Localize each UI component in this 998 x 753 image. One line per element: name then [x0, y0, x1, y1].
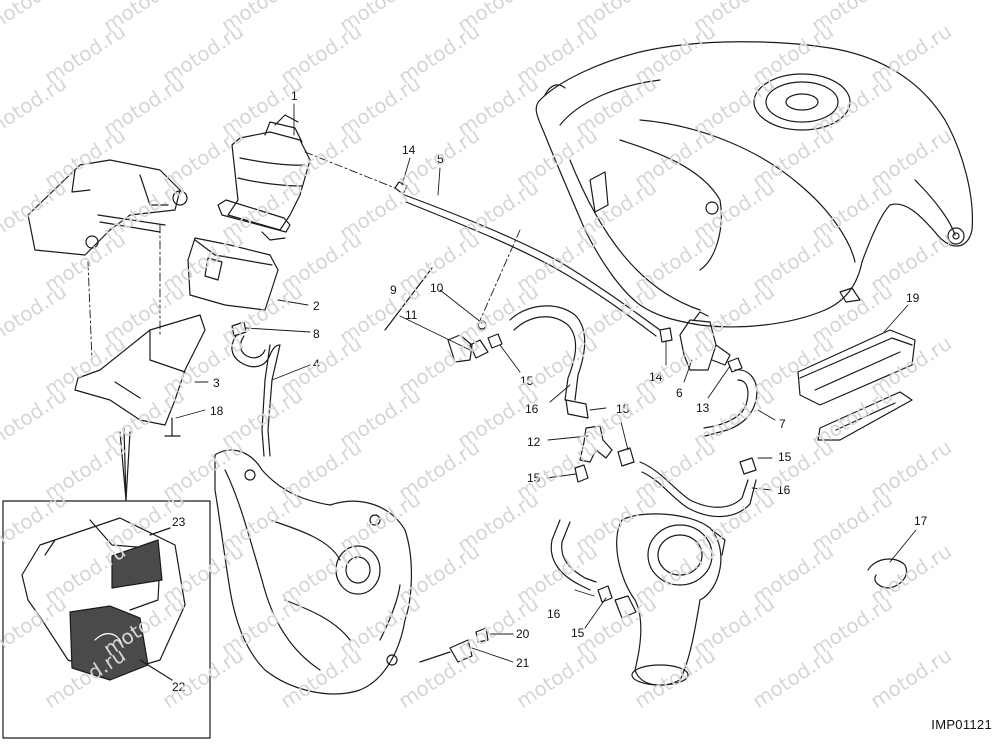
part-7-hose	[659, 327, 758, 437]
callout-labels: 1 2 3 4 5 6 7 8 9 10 11 12 13 14 14 15 1…	[172, 89, 928, 694]
callout-15-a: 15	[520, 374, 534, 388]
callout-5: 5	[437, 152, 444, 166]
part-16-hose-right	[639, 457, 757, 518]
center-lines	[87, 151, 521, 361]
callout-15-b: 15	[616, 402, 630, 416]
callout-20: 20	[516, 627, 530, 641]
bracket-upper	[27, 159, 188, 256]
callout-1: 1	[291, 89, 298, 103]
fuel-tank	[535, 41, 974, 328]
callout-21: 21	[516, 656, 530, 670]
callout-11: 11	[405, 308, 418, 322]
part-5-hose	[394, 181, 661, 337]
inset-detail	[2, 427, 211, 739]
part-16-hose-lower	[550, 519, 613, 603]
part-17-clip	[867, 558, 908, 589]
callout-22: 22	[172, 680, 186, 694]
part-3-cover	[74, 314, 206, 426]
callout-6: 6	[676, 386, 683, 400]
engine-case	[214, 449, 412, 695]
throttle-body	[614, 513, 726, 686]
callout-23: 23	[172, 515, 186, 529]
callout-16-b: 16	[777, 483, 791, 497]
callout-15-e: 15	[571, 626, 585, 640]
callout-17: 17	[914, 514, 928, 528]
callout-12: 12	[527, 435, 541, 449]
part-19-module	[797, 329, 916, 441]
parts-20-21	[419, 627, 489, 663]
part-6-valve	[679, 311, 731, 371]
part-16-hose-upper	[509, 305, 589, 419]
callout-13: 13	[696, 401, 710, 415]
callout-4: 4	[313, 357, 320, 371]
drawing-code: IMP01121	[931, 717, 992, 732]
callout-14-lower: 14	[649, 370, 663, 384]
part-2-container	[187, 237, 279, 311]
part-18-screw	[164, 417, 181, 437]
part-12-tee	[574, 425, 635, 483]
callout-9: 9	[390, 283, 397, 297]
callout-15-c: 15	[527, 471, 541, 485]
callout-8: 8	[313, 327, 320, 341]
callout-10: 10	[430, 281, 444, 295]
callout-18: 18	[210, 404, 224, 418]
callout-14-top: 14	[402, 143, 416, 157]
callout-7: 7	[779, 417, 786, 431]
part-1-canister	[217, 114, 311, 241]
leader-lines	[175, 103, 917, 663]
callout-19: 19	[906, 291, 920, 305]
callout-16-a: 16	[525, 402, 539, 416]
callout-2: 2	[313, 299, 320, 313]
part-9-assembly	[384, 267, 503, 363]
callout-3: 3	[213, 376, 220, 390]
callout-16-c: 16	[547, 607, 561, 621]
part-4-hose	[231, 321, 281, 457]
callout-15-d: 15	[778, 450, 792, 464]
